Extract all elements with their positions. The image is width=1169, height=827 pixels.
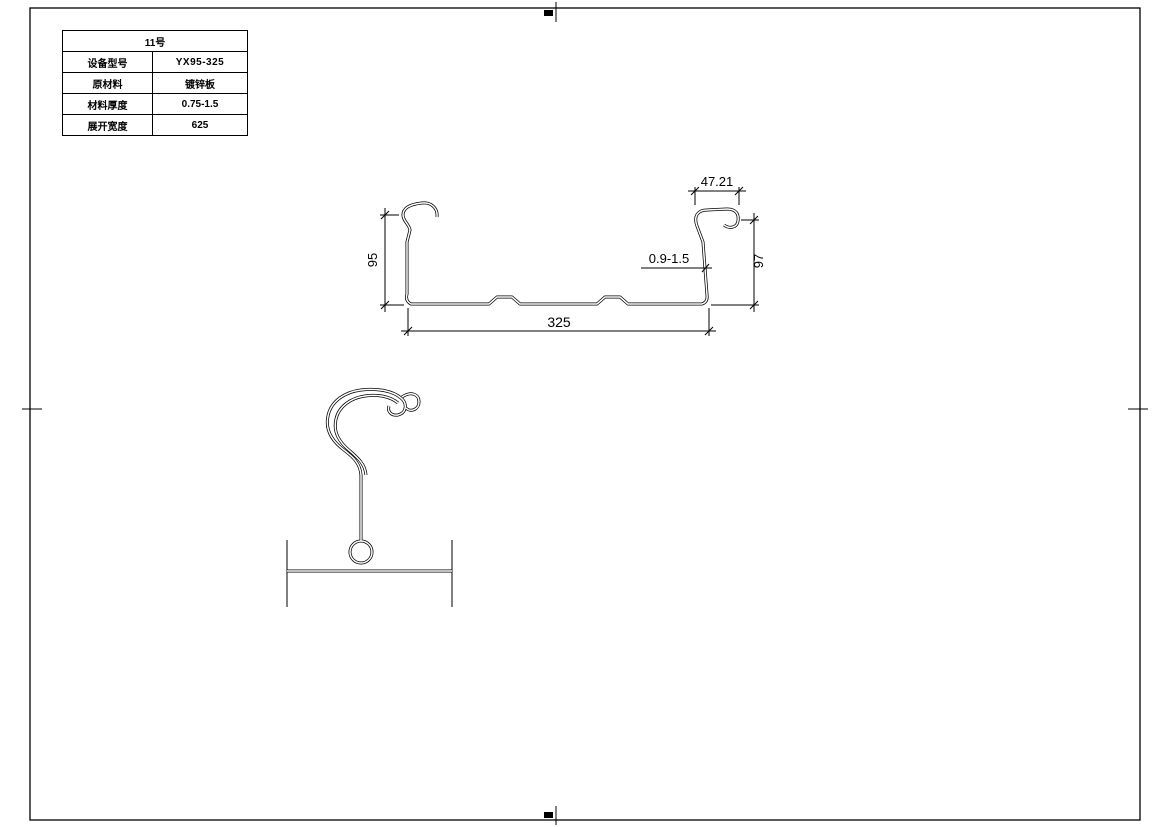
- seam-detail-outline: [287, 387, 452, 573]
- dim-right-height-ticks: [749, 215, 759, 310]
- dim-cover-width-ticks: [403, 326, 714, 336]
- title-block-row-width: 展开宽度 625: [62, 114, 248, 136]
- thickness-value: 0.75-1.5: [152, 93, 248, 115]
- coil-width-label: 展开宽度: [62, 114, 153, 136]
- border-rect: [29, 7, 1141, 821]
- dim-seam-width-lines: [688, 187, 746, 205]
- dim-left-height-ticks: [380, 210, 390, 310]
- dim-seam-width-text: 47.21: [700, 174, 734, 189]
- sheet-number: 11号: [62, 30, 248, 52]
- dim-cover-width-text: 325: [547, 314, 571, 330]
- dim-right-height-text: 97: [751, 253, 766, 269]
- dim-seam-width-ticks: [690, 186, 744, 196]
- sheet-border: [29, 7, 1141, 821]
- dim-thickness-text: 0.9-1.5: [648, 251, 690, 266]
- title-block-row-material: 原材料 镀锌板: [62, 72, 248, 94]
- title-block: 11号 设备型号 YX95-325 原材料 镀锌板 材料厚度 0.75-1.5 …: [62, 30, 248, 136]
- title-block-row-thickness: 材料厚度 0.75-1.5: [62, 93, 248, 115]
- model-value: YX95-325: [152, 51, 248, 73]
- seam-detail-drawing: [286, 387, 453, 607]
- coil-width-value: 625: [152, 114, 248, 136]
- main-profile-drawing: [401, 201, 740, 306]
- registration-square-top: [544, 10, 553, 16]
- thickness-label: 材料厚度: [62, 93, 153, 115]
- dim-thickness-tick: [701, 263, 710, 273]
- model-label: 设备型号: [62, 51, 153, 73]
- title-block-header-row: 11号: [62, 30, 248, 52]
- title-block-row-model: 设备型号 YX95-325: [62, 51, 248, 73]
- dim-left-height-lines: [380, 208, 404, 312]
- detail-witness-lines: [286, 540, 453, 607]
- material-value: 镀锌板: [152, 72, 248, 94]
- dimension-lines: [380, 186, 759, 336]
- dim-right-height-lines: [711, 213, 759, 312]
- registration-marks: [22, 2, 1148, 825]
- registration-square-bottom: [544, 812, 553, 818]
- material-label: 原材料: [62, 72, 153, 94]
- dim-left-height-text: 95: [365, 252, 380, 268]
- panel-cross-section-core: [402, 202, 739, 305]
- seam-detail-core: [287, 388, 452, 572]
